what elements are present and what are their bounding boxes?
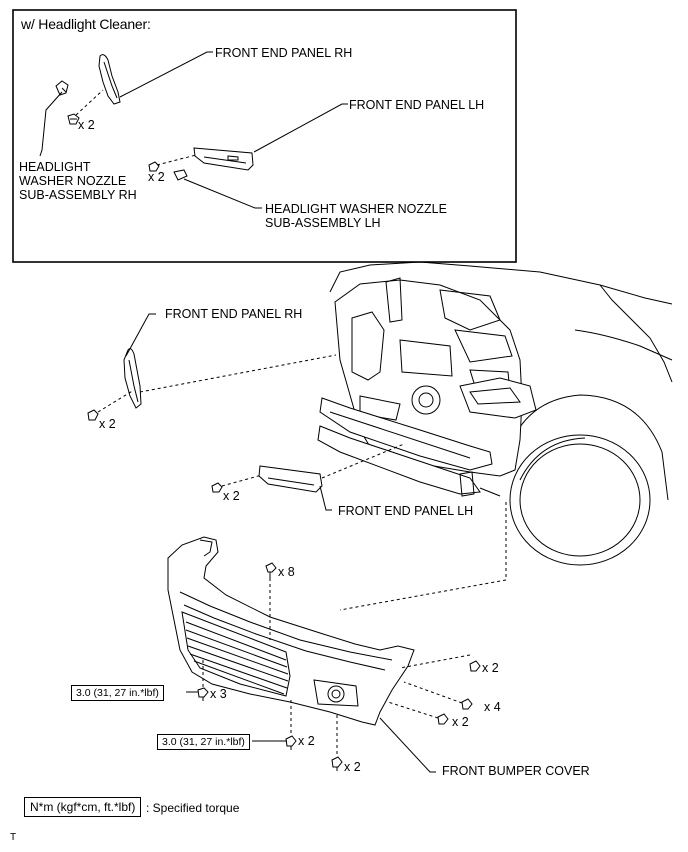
fasteners xyxy=(197,562,481,771)
main-leader-lines xyxy=(125,313,436,773)
clip-right-a xyxy=(469,660,481,672)
qty-panel-lh-clips: x 2 xyxy=(223,489,240,503)
inset-qty-clip-rh: x 2 xyxy=(78,118,95,132)
inset-panel-lh-part xyxy=(193,147,254,171)
bolt-left xyxy=(197,687,209,701)
qty-bottom-screws: x 2 xyxy=(344,760,361,774)
panel-rh-part xyxy=(123,348,142,409)
inset-nozzle-rh-part xyxy=(55,80,69,96)
qty-right-clips-b: x 2 xyxy=(452,715,469,729)
inset-panel-rh-part xyxy=(98,54,121,105)
label-panel-rh: FRONT END PANEL RH xyxy=(165,307,303,321)
bolt-bottom xyxy=(285,735,297,750)
inset-clip-rh xyxy=(67,113,80,125)
qty-left-bolts: x 3 xyxy=(210,687,227,701)
screw-right xyxy=(461,698,473,710)
inset-title: w/ Headlight Cleaner: xyxy=(21,16,151,32)
label-bumper-cover: FRONT BUMPER COVER xyxy=(442,764,590,778)
clip-right-b xyxy=(437,713,449,725)
panel-rh-clip xyxy=(87,409,99,421)
panel-lh-clip xyxy=(211,482,223,493)
torque-spec-bottom: 3.0 (31, 27 in.*lbf) xyxy=(157,734,250,750)
screw-bottom xyxy=(331,756,343,771)
screw-top xyxy=(265,562,277,578)
vehicle-front-body xyxy=(317,261,673,566)
inset-label-panel-rh: FRONT END PANEL RH xyxy=(215,46,353,60)
qty-right-clips-a: x 2 xyxy=(482,661,499,675)
inset-leader-lines xyxy=(39,51,348,209)
qty-top-screws: x 8 xyxy=(278,565,295,579)
inset-clip-lh xyxy=(148,161,160,172)
main-assembly-lines xyxy=(97,354,507,757)
torque-spec-left: 3.0 (31, 27 in.*lbf) xyxy=(71,685,164,701)
label-panel-lh: FRONT END PANEL LH xyxy=(338,504,474,518)
inset-label-panel-lh: FRONT END PANEL LH xyxy=(349,98,485,112)
qty-panel-rh-clips: x 2 xyxy=(99,417,116,431)
inset-label-nozzle-lh: HEADLIGHT WASHER NOZZLE SUB-ASSEMBLY LH xyxy=(265,202,447,230)
legend-description: : Specified torque xyxy=(146,801,240,815)
inset-qty-clip-lh: x 2 xyxy=(148,170,165,184)
qty-bottom-bolts: x 2 xyxy=(298,734,315,748)
inset-assembly-lines xyxy=(75,89,197,166)
qty-right-screws: x 4 xyxy=(484,700,501,714)
footer-mark: T xyxy=(10,832,17,843)
legend-torque-unit: N*m (kgf*cm, ft.*lbf) xyxy=(24,797,142,817)
inset-label-nozzle-rh: HEADLIGHT WASHER NOZZLE SUB-ASSEMBLY RH xyxy=(19,160,137,202)
inset-nozzle-lh-part xyxy=(173,169,188,181)
panel-lh-part xyxy=(258,465,323,493)
bumper-cover-part xyxy=(167,536,415,726)
inset-frame xyxy=(12,9,517,263)
